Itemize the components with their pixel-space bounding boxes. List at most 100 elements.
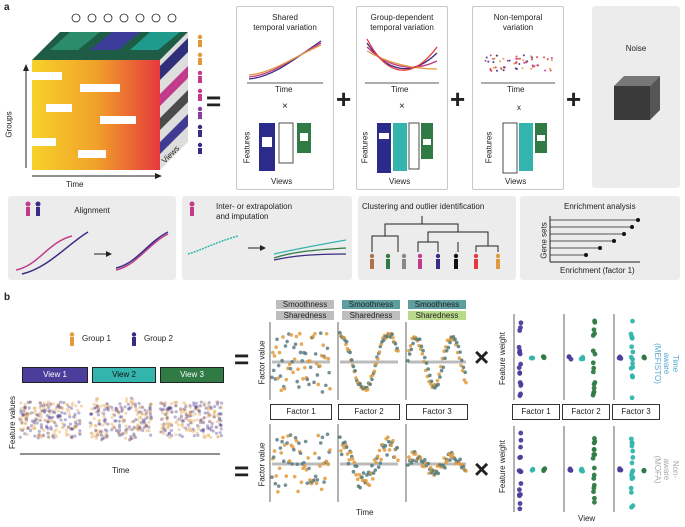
feature-value-point bbox=[104, 432, 108, 436]
feature-value-point bbox=[19, 406, 23, 411]
feature-value-point bbox=[60, 421, 65, 426]
feature-value-point bbox=[209, 428, 213, 432]
feature-value-point bbox=[105, 433, 109, 437]
feature-value-point bbox=[124, 424, 128, 428]
feature-value-point bbox=[148, 403, 152, 407]
feature-value-point bbox=[115, 428, 119, 432]
feature-value-point bbox=[102, 436, 106, 440]
feature-value-point bbox=[95, 403, 99, 407]
factor-point bbox=[270, 475, 274, 480]
factor-point bbox=[461, 464, 466, 469]
non-temporal-time-label: Time bbox=[507, 85, 525, 94]
factor-point bbox=[424, 361, 429, 365]
feature-value-point bbox=[136, 428, 140, 432]
feature-value-point bbox=[165, 412, 169, 417]
weight-point bbox=[591, 385, 597, 391]
factor-point bbox=[319, 487, 324, 492]
feature-value-point bbox=[191, 409, 195, 414]
weight-point bbox=[630, 503, 636, 509]
feature-value-point bbox=[196, 433, 200, 437]
feature-value-point bbox=[102, 412, 106, 416]
feature-value-point bbox=[46, 420, 50, 424]
feature-value-point bbox=[214, 400, 219, 404]
feature-value-point bbox=[186, 414, 190, 418]
feature-value-point bbox=[23, 405, 27, 409]
feature-value-point bbox=[207, 433, 211, 438]
view-axis-label: View bbox=[578, 514, 596, 523]
feature-value-point bbox=[39, 415, 43, 419]
factor-point bbox=[360, 475, 364, 480]
feature-value-point bbox=[18, 427, 23, 431]
factor-point bbox=[282, 443, 287, 447]
tag-f3-smooth: Smoothness bbox=[408, 300, 466, 309]
feature-value-point bbox=[135, 412, 139, 416]
feature-value-point bbox=[106, 405, 110, 409]
feature-value-point bbox=[47, 436, 51, 440]
feature-value-point bbox=[90, 435, 94, 439]
feature-value-point bbox=[207, 412, 211, 417]
feature-value-point bbox=[70, 434, 74, 438]
factor-point bbox=[325, 346, 330, 351]
feature-value-point bbox=[19, 409, 23, 413]
factor-point bbox=[278, 446, 283, 450]
factor1-box-w: Factor 1 bbox=[512, 404, 560, 420]
equals-sign-b1: = bbox=[234, 344, 250, 374]
panel-b-letter: b bbox=[4, 292, 11, 303]
factor-point bbox=[436, 471, 441, 476]
weight-point bbox=[517, 393, 523, 399]
feature-value-point bbox=[39, 423, 43, 427]
feature-value-point bbox=[57, 413, 61, 417]
feature-value-point bbox=[105, 402, 109, 406]
feature-value-point bbox=[216, 400, 220, 404]
feature-value-point bbox=[133, 426, 137, 431]
weight-point bbox=[641, 468, 647, 473]
shared-weights bbox=[259, 122, 311, 171]
factor-point bbox=[325, 432, 330, 437]
feature-value-point bbox=[130, 437, 134, 441]
feature-value-point bbox=[140, 412, 144, 416]
feature-value-point bbox=[56, 415, 60, 420]
feature-value-point bbox=[212, 413, 216, 418]
feature-value-point bbox=[188, 405, 192, 409]
feature-value-point bbox=[141, 428, 145, 433]
scatter-point bbox=[495, 69, 498, 72]
feature-value-point bbox=[78, 422, 82, 426]
weight-point bbox=[592, 331, 598, 336]
feature-value-point bbox=[148, 405, 152, 409]
factor-point bbox=[348, 350, 352, 355]
feature-value-point bbox=[18, 435, 22, 439]
equals-sign-b2: = bbox=[234, 456, 250, 486]
factor-point bbox=[312, 380, 316, 385]
factor-point bbox=[306, 456, 310, 460]
weight-point bbox=[591, 446, 597, 452]
feature-value-point bbox=[138, 427, 142, 431]
feature-value-point bbox=[79, 404, 84, 408]
factor-point bbox=[464, 380, 468, 385]
feature-value-point bbox=[44, 425, 49, 429]
scatter-point bbox=[494, 66, 497, 69]
feature-value-point bbox=[180, 423, 184, 427]
factor-point bbox=[428, 373, 432, 378]
feature-value-point bbox=[163, 429, 167, 433]
feature-value-point bbox=[207, 413, 211, 417]
feature-value-point bbox=[195, 405, 199, 409]
feature-value-point bbox=[219, 405, 223, 410]
feature-value-point bbox=[89, 412, 93, 416]
feature-value-point bbox=[194, 405, 198, 409]
feature-value-point bbox=[24, 415, 28, 419]
times-sign-b1: × bbox=[474, 342, 490, 372]
feature-value-point bbox=[123, 405, 127, 409]
factor-point bbox=[423, 355, 427, 360]
feature-value-point bbox=[161, 426, 166, 430]
factor-point bbox=[391, 335, 395, 340]
feature-value-point bbox=[188, 426, 192, 430]
factor-point bbox=[443, 465, 447, 470]
feature-weight-label-bot: Feature weight bbox=[497, 440, 507, 493]
feature-value-point bbox=[139, 405, 143, 409]
feature-value-point bbox=[199, 404, 203, 408]
feature-value-point bbox=[76, 408, 80, 412]
feature-value-point bbox=[105, 435, 109, 440]
feature-value-point bbox=[92, 416, 96, 421]
feature-value-point bbox=[95, 433, 100, 437]
feature-value-point bbox=[204, 406, 208, 410]
